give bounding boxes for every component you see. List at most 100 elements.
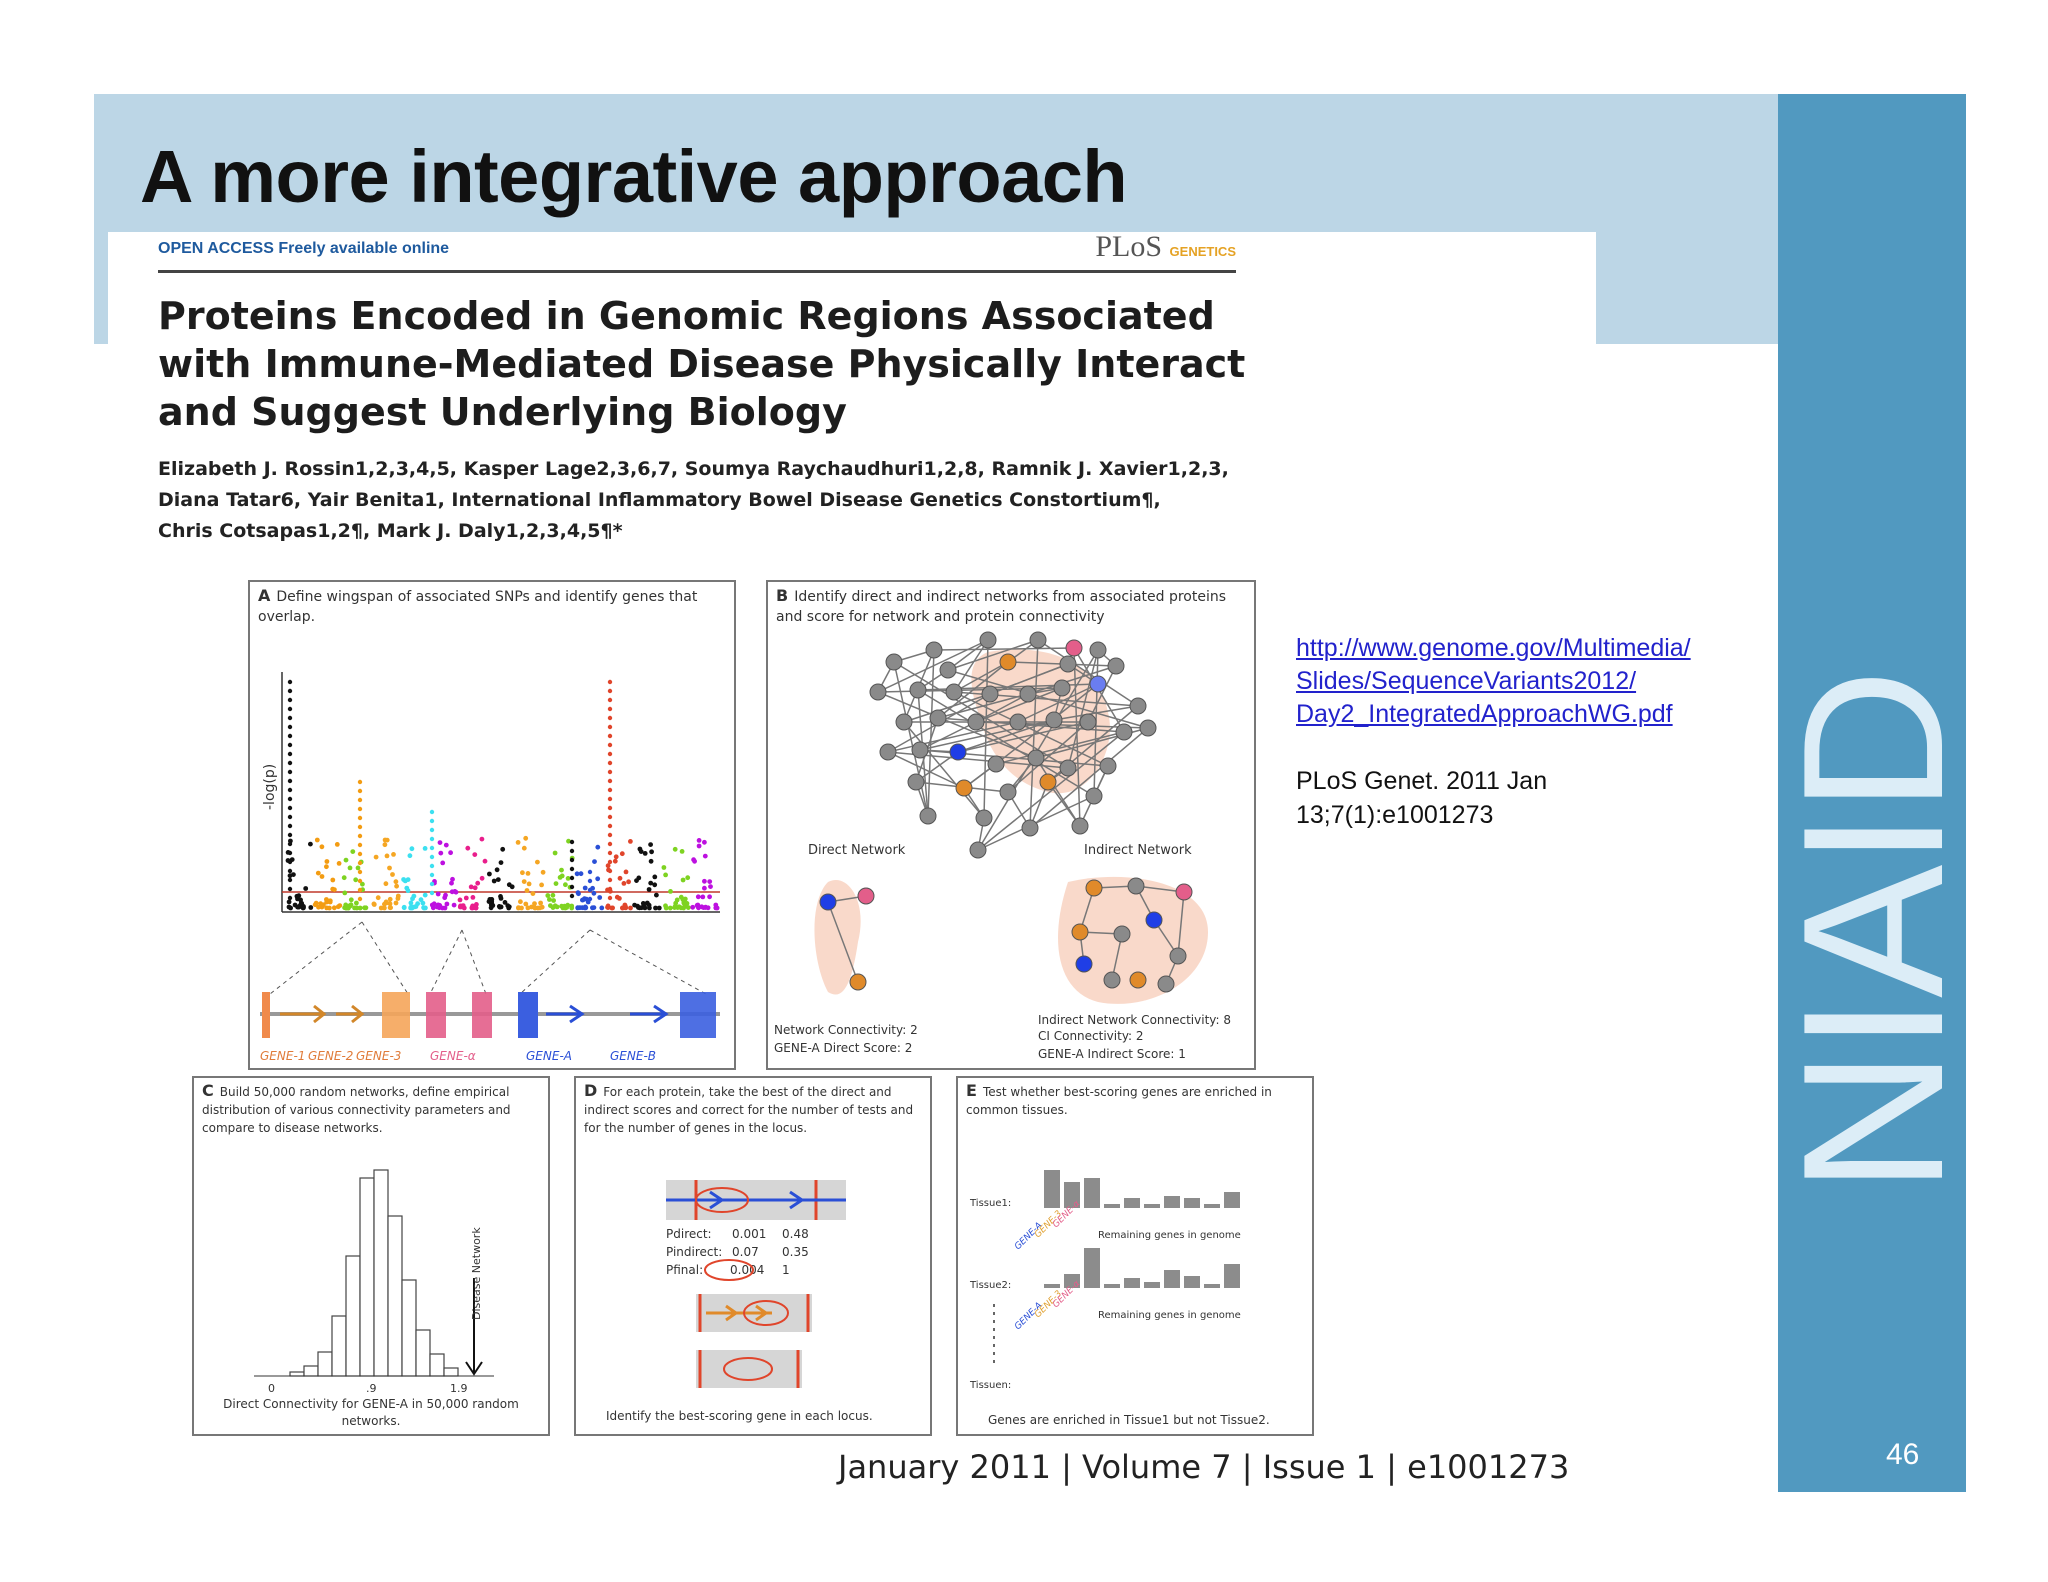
snp-point bbox=[487, 897, 493, 902]
panel-caption: Build 50,000 random networks, define emp… bbox=[202, 1085, 511, 1135]
snp-point bbox=[505, 903, 511, 909]
network-node bbox=[1089, 675, 1107, 693]
network-edge bbox=[887, 721, 1019, 753]
indirect-stats: CI Connectivity: 2 bbox=[1038, 1029, 1144, 1043]
snp-peak-point bbox=[429, 863, 435, 869]
authors-line: Diana Tatar6, Yair Benita1, Internationa… bbox=[158, 489, 1161, 511]
snp-point bbox=[702, 853, 708, 859]
histogram-bar bbox=[415, 1329, 431, 1377]
snp-peak-point bbox=[429, 827, 435, 833]
snp-point bbox=[401, 904, 407, 910]
snp-point bbox=[350, 849, 356, 854]
snp-point bbox=[652, 874, 658, 880]
snp-point bbox=[459, 904, 464, 910]
snp-point bbox=[646, 887, 652, 892]
indirect-stats: GENE-A Indirect Score: 1 bbox=[1038, 1047, 1186, 1061]
network-edge bbox=[947, 669, 1149, 729]
snp-point bbox=[453, 889, 459, 895]
tissue-bar bbox=[1184, 1198, 1200, 1208]
snp-peak-point bbox=[357, 842, 363, 848]
snp-point bbox=[681, 905, 686, 911]
snp-point bbox=[550, 892, 556, 898]
snp-peak-point bbox=[607, 859, 613, 865]
snp-point bbox=[639, 905, 644, 911]
snp-peak-point bbox=[287, 715, 293, 721]
tissue-bar bbox=[1124, 1278, 1140, 1288]
snp-point bbox=[574, 871, 580, 877]
network-edge bbox=[1017, 683, 1099, 723]
snp-point bbox=[532, 905, 538, 911]
network-node bbox=[1129, 697, 1147, 715]
snp-point bbox=[421, 905, 427, 911]
snp-point bbox=[582, 885, 588, 891]
snp-point bbox=[299, 901, 305, 906]
network-edge bbox=[1007, 721, 1089, 793]
snp-point bbox=[395, 896, 401, 901]
network-node bbox=[1103, 971, 1121, 989]
score-value: 0.48 bbox=[782, 1227, 809, 1241]
snp-point bbox=[506, 882, 512, 888]
histogram-bar bbox=[401, 1279, 417, 1377]
snp-point bbox=[435, 891, 441, 897]
snp-point bbox=[495, 877, 501, 882]
snp-point bbox=[520, 870, 525, 876]
snp-peak-point bbox=[569, 857, 575, 863]
snp-peak-point bbox=[569, 893, 575, 899]
snp-point bbox=[354, 900, 359, 906]
network-node bbox=[1085, 879, 1103, 897]
snp-point bbox=[590, 905, 595, 911]
snp-point bbox=[559, 873, 565, 879]
network-node bbox=[1019, 685, 1037, 703]
snp-point bbox=[437, 840, 443, 845]
snp-point bbox=[535, 859, 540, 865]
snp-peak-point bbox=[357, 779, 363, 785]
snp-point bbox=[584, 896, 589, 902]
panel-caption: For each protein, take the best of the d… bbox=[584, 1085, 914, 1135]
network-node bbox=[999, 783, 1017, 801]
snp-point bbox=[444, 901, 450, 907]
snp-point bbox=[692, 858, 697, 864]
journal-logo-sub: GENETICS bbox=[1169, 244, 1236, 259]
network-node bbox=[1113, 925, 1131, 943]
network-node bbox=[909, 681, 927, 699]
citation-line: PLoS Genet. 2011 Jan bbox=[1296, 767, 1548, 795]
snp-point bbox=[342, 890, 348, 896]
network-edge bbox=[947, 639, 1039, 671]
direct-stats: Network Connectivity: 2 bbox=[774, 1023, 918, 1037]
network-node bbox=[1059, 759, 1077, 777]
reference-url-line[interactable]: Day2_IntegratedApproachWG.pdf bbox=[1296, 700, 1673, 728]
snp-point bbox=[564, 905, 570, 910]
histogram-bar bbox=[373, 1169, 389, 1377]
snp-point bbox=[371, 901, 377, 907]
network-edge bbox=[903, 693, 991, 723]
snp-point bbox=[375, 895, 381, 901]
snp-point bbox=[387, 865, 392, 871]
indirect-network-label: Indirect Network bbox=[1084, 843, 1192, 858]
snp-point bbox=[473, 905, 478, 911]
snp-point bbox=[526, 881, 532, 887]
snp-point bbox=[636, 875, 642, 881]
snp-peak-point bbox=[607, 697, 613, 703]
network-node bbox=[1053, 679, 1071, 697]
snp-point bbox=[591, 890, 597, 896]
paper-header: OPEN ACCESS Freely available online PLoS… bbox=[158, 230, 1236, 273]
histogram-bar bbox=[429, 1353, 445, 1377]
reference-url-line[interactable]: Slides/SequenceVariants2012/ bbox=[1296, 667, 1637, 695]
reference-url-line[interactable]: http://www.genome.gov/Multimedia/ bbox=[1296, 634, 1691, 662]
snp-point bbox=[524, 888, 530, 893]
snp-point bbox=[332, 887, 337, 892]
snp-point bbox=[491, 878, 497, 884]
snp-point bbox=[411, 893, 417, 899]
snp-point bbox=[599, 905, 605, 911]
snp-peak-point bbox=[287, 877, 293, 883]
snp-point bbox=[674, 897, 680, 903]
reference-link[interactable]: http://www.genome.gov/Multimedia/ Slides… bbox=[1296, 632, 1691, 731]
snp-peak-point bbox=[287, 688, 293, 694]
citation-line: 13;7(1):e1001273 bbox=[1296, 801, 1494, 829]
snp-point bbox=[690, 904, 696, 910]
snp-point bbox=[663, 903, 668, 909]
snp-point bbox=[638, 849, 644, 854]
snp-peak-point bbox=[569, 848, 575, 854]
